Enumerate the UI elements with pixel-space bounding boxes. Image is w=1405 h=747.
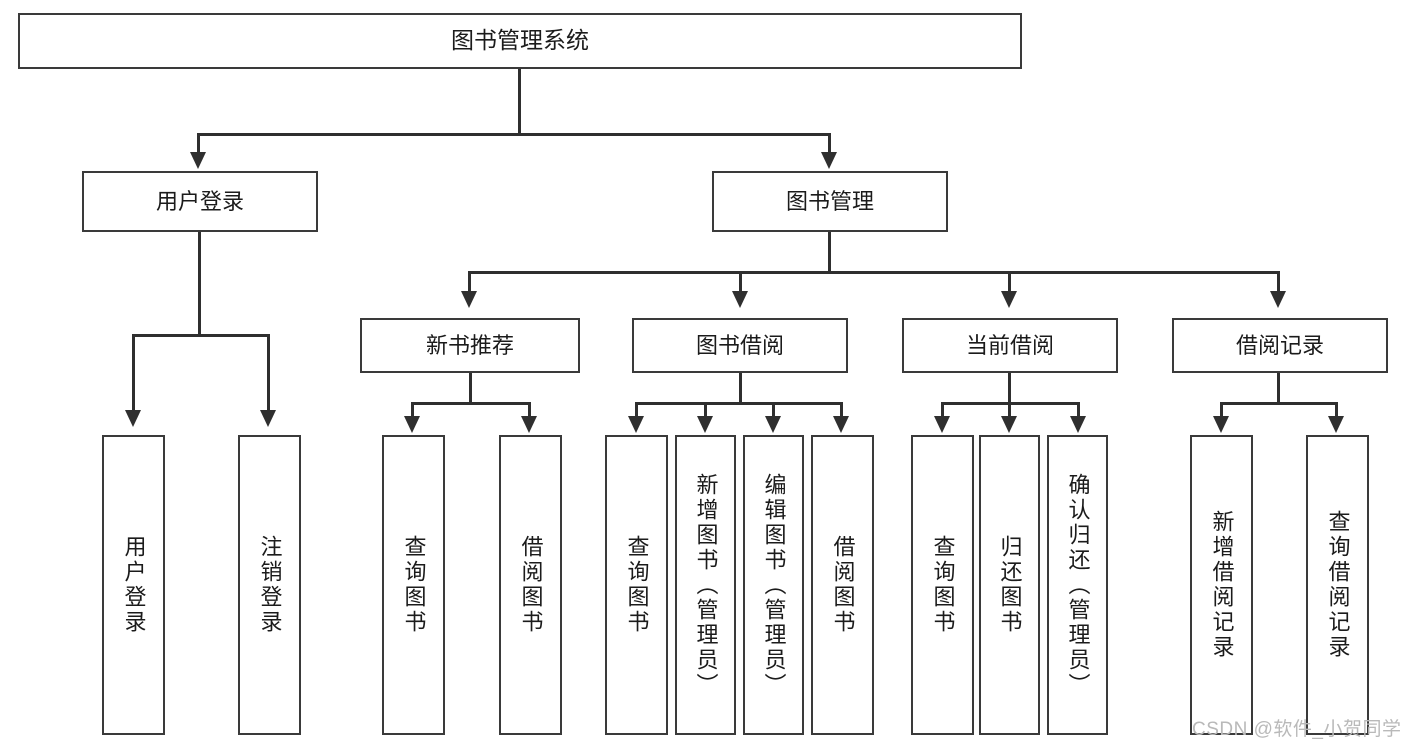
node-label: 用户登录 xyxy=(121,535,147,635)
node-label: 用户登录 xyxy=(155,188,244,214)
leaf-query-borrow-record[interactable]: 查询借阅记录 xyxy=(1306,435,1369,735)
connector-new-book-to-leaf-1 xyxy=(411,402,414,420)
leaf-user-login[interactable]: 用户登录 xyxy=(102,435,165,735)
arrowhead-current-borrow-to-leaf-2 xyxy=(1001,416,1017,433)
connector-book-borrow-to-leaf-3 xyxy=(772,402,775,420)
connector-root-stem xyxy=(518,69,521,135)
connector-book-mgmt-to-lvl3-3 xyxy=(1008,271,1011,295)
leaf-add-book-admin[interactable]: 新增图书（管理员） xyxy=(675,435,736,735)
connector-new-book-bar xyxy=(411,402,531,405)
connector-book-mgmt-to-lvl3-1 xyxy=(468,271,471,295)
node-label: 归还图书 xyxy=(997,535,1023,635)
node-label: 当前借阅 xyxy=(965,332,1054,358)
node-book-management[interactable]: 图书管理 xyxy=(712,171,948,232)
node-label: 新增借阅记录 xyxy=(1209,510,1235,660)
arrowhead-book-borrow-to-leaf-2 xyxy=(697,416,713,433)
connector-book-mgmt-stem xyxy=(828,232,831,274)
connector-book-mgmt-to-lvl3-2 xyxy=(739,271,742,295)
node-label: 借阅记录 xyxy=(1235,332,1324,358)
node-label: 查询图书 xyxy=(930,535,956,635)
node-book-borrow[interactable]: 图书借阅 xyxy=(632,318,848,373)
connector-book-mgmt-bar xyxy=(468,271,1280,274)
leaf-return-book[interactable]: 归还图书 xyxy=(979,435,1040,735)
connector-book-borrow-stem xyxy=(739,373,742,405)
leaf-user-logout[interactable]: 注销登录 xyxy=(238,435,301,735)
connector-root-to-user-login xyxy=(197,133,200,156)
node-label: 查询借阅记录 xyxy=(1325,510,1351,660)
node-label: 编辑图书（管理员） xyxy=(761,472,787,698)
node-label: 确认归还（管理员） xyxy=(1065,472,1091,698)
arrowhead-root-to-book-mgmt xyxy=(821,152,837,169)
node-label: 查询图书 xyxy=(401,535,427,635)
node-borrow-record[interactable]: 借阅记录 xyxy=(1172,318,1388,373)
arrowhead-book-mgmt-to-lvl3-1 xyxy=(461,291,477,308)
node-label: 注销登录 xyxy=(257,535,283,635)
connector-current-borrow-to-leaf-3 xyxy=(1077,402,1080,420)
leaf-query-book-borrow[interactable]: 查询图书 xyxy=(605,435,668,735)
leaf-query-book-recommend[interactable]: 查询图书 xyxy=(382,435,445,735)
connector-book-mgmt-to-lvl3-4 xyxy=(1277,271,1280,295)
arrowhead-book-mgmt-to-lvl3-4 xyxy=(1270,291,1286,308)
connector-current-borrow-to-leaf-2 xyxy=(1008,402,1011,420)
arrowhead-user-login-to-leaf-1 xyxy=(125,410,141,427)
connector-borrow-record-bar xyxy=(1220,402,1338,405)
node-label: 借阅图书 xyxy=(830,535,856,635)
arrowhead-current-borrow-to-leaf-1 xyxy=(934,416,950,433)
connector-new-book-to-leaf-2 xyxy=(528,402,531,420)
leaf-borrow-book-recommend[interactable]: 借阅图书 xyxy=(499,435,562,735)
node-current-borrow[interactable]: 当前借阅 xyxy=(902,318,1118,373)
arrowhead-root-to-user-login xyxy=(190,152,206,169)
arrowhead-book-borrow-to-leaf-3 xyxy=(765,416,781,433)
leaf-borrow-book[interactable]: 借阅图书 xyxy=(811,435,874,735)
leaf-query-book-current[interactable]: 查询图书 xyxy=(911,435,974,735)
node-root-system[interactable]: 图书管理系统 xyxy=(18,13,1022,69)
leaf-edit-book-admin[interactable]: 编辑图书（管理员） xyxy=(743,435,804,735)
connector-borrow-record-stem xyxy=(1277,373,1280,405)
arrowhead-current-borrow-to-leaf-3 xyxy=(1070,416,1086,433)
connector-current-borrow-stem xyxy=(1008,373,1011,405)
arrowhead-book-mgmt-to-lvl3-3 xyxy=(1001,291,1017,308)
arrowhead-new-book-to-leaf-2 xyxy=(521,416,537,433)
arrowhead-book-borrow-to-leaf-4 xyxy=(833,416,849,433)
node-label: 图书借阅 xyxy=(695,332,784,358)
node-label: 借阅图书 xyxy=(518,535,544,635)
leaf-confirm-return-admin[interactable]: 确认归还（管理员） xyxy=(1047,435,1108,735)
connector-new-book-stem xyxy=(469,373,472,405)
connector-user-login-stem xyxy=(198,232,201,336)
connector-book-borrow-bar xyxy=(635,402,843,405)
connector-user-login-to-leaf-1 xyxy=(132,334,135,414)
arrowhead-borrow-record-to-leaf-1 xyxy=(1213,416,1229,433)
connector-current-borrow-to-leaf-1 xyxy=(941,402,944,420)
connector-book-borrow-to-leaf-2 xyxy=(704,402,707,420)
arrowhead-user-login-to-leaf-2 xyxy=(260,410,276,427)
connector-borrow-record-to-leaf-2 xyxy=(1335,402,1338,420)
node-label: 图书管理系统 xyxy=(451,27,589,54)
connector-borrow-record-to-leaf-1 xyxy=(1220,402,1223,420)
leaf-add-borrow-record[interactable]: 新增借阅记录 xyxy=(1190,435,1253,735)
arrowhead-borrow-record-to-leaf-2 xyxy=(1328,416,1344,433)
node-new-book-recommend[interactable]: 新书推荐 xyxy=(360,318,580,373)
connector-book-borrow-to-leaf-1 xyxy=(635,402,638,420)
node-label: 新增图书（管理员） xyxy=(693,472,719,698)
arrowhead-new-book-to-leaf-1 xyxy=(404,416,420,433)
connector-book-borrow-to-leaf-4 xyxy=(840,402,843,420)
arrowhead-book-mgmt-to-lvl3-2 xyxy=(732,291,748,308)
node-label: 查询图书 xyxy=(624,535,650,635)
arrowhead-book-borrow-to-leaf-1 xyxy=(628,416,644,433)
connector-root-to-book-mgmt xyxy=(828,133,831,156)
connector-user-login-bar xyxy=(132,334,270,337)
node-user-login[interactable]: 用户登录 xyxy=(82,171,318,232)
node-label: 新书推荐 xyxy=(425,332,514,358)
connector-root-bar xyxy=(197,133,831,136)
node-label: 图书管理 xyxy=(785,188,874,214)
connector-user-login-to-leaf-2 xyxy=(267,334,270,414)
